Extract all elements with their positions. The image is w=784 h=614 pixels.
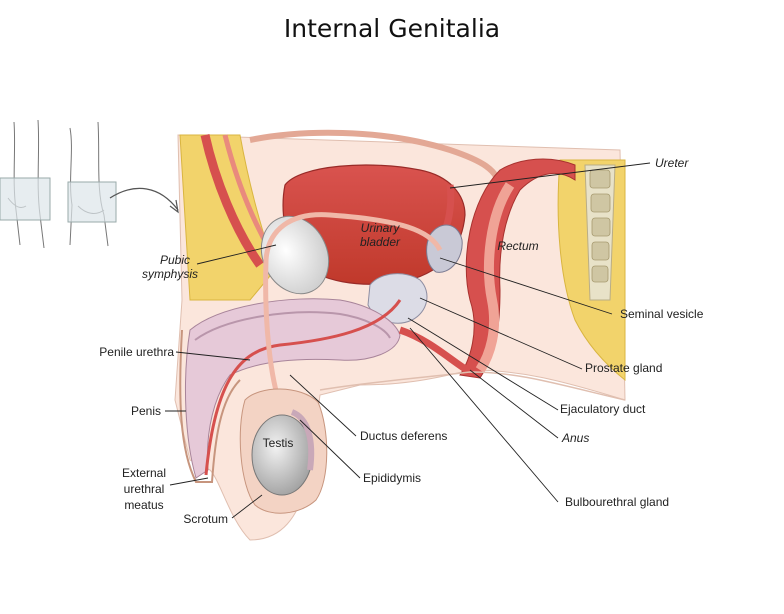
leader-ureter — [449, 162, 651, 189]
sacral-vertebrae — [589, 169, 611, 283]
sketch-plane — [0, 177, 51, 221]
leader-ejaculatory-duct — [407, 317, 559, 411]
penis-erectile-tissue — [184, 298, 401, 479]
leader-epididymis — [299, 419, 361, 479]
testis-organ — [251, 414, 313, 496]
seminal-vesicle — [426, 224, 463, 273]
label-external-urethral-meatus-line3: meatus — [124, 498, 163, 512]
label-penile-urethra: Penile urethra — [99, 345, 174, 359]
label-epididymis: Epididymis — [363, 471, 421, 485]
label-ductus-deferens: Ductus deferens — [360, 429, 447, 443]
leader-prostate-gland — [419, 297, 583, 370]
perineal-muscle — [398, 326, 472, 376]
perineum-contour — [319, 371, 626, 401]
label-bulbourethral-gland: Bulbourethral gland — [565, 495, 669, 509]
label-ureter: Ureter — [655, 156, 689, 170]
rectum-wall — [459, 158, 576, 379]
label-seminal-vesicle: Seminal vesicle — [620, 307, 704, 321]
leader-penile-urethra — [175, 351, 251, 361]
sketch-arrow-head — [169, 199, 179, 214]
leader-pubic-symphysis — [196, 244, 277, 265]
label-ejaculatory-duct: Ejaculatory duct — [560, 402, 646, 416]
label-urinary-bladder-line1: Urinary — [361, 221, 401, 235]
page-title: Internal Genitalia — [283, 14, 501, 43]
penis-skin — [179, 329, 241, 483]
label-scrotum: Scrotum — [183, 512, 228, 526]
sketch-plane — [67, 181, 117, 223]
rectum-lumen — [475, 182, 515, 373]
label-pubic-symphysis-line1: Pubic — [160, 253, 190, 267]
orientation-sketch — [0, 119, 179, 249]
anatomy-illustration — [174, 129, 626, 541]
peritoneum — [249, 129, 503, 191]
labels: Ureter Urinary bladder Rectum Pubic symp… — [99, 156, 703, 526]
leader-external-urethral-meatus — [169, 477, 209, 486]
label-pubic-symphysis-line2: symphysis — [142, 267, 198, 281]
abdominal-muscle — [200, 134, 264, 268]
erectile-tissue-line — [194, 311, 391, 341]
label-penis: Penis — [131, 404, 161, 418]
leader-bulbourethral-gland — [409, 327, 559, 503]
label-anus: Anus — [561, 431, 589, 445]
leader-scrotum — [231, 494, 263, 519]
epididymis-organ — [290, 409, 315, 471]
ductus-deferens-tube — [263, 212, 443, 411]
label-external-urethral-meatus-line1: External — [122, 466, 166, 480]
leader-ductus-deferens — [289, 374, 357, 437]
leader-lines — [165, 162, 651, 519]
label-rectum: Rectum — [497, 239, 538, 253]
penile-urethra-tube — [204, 299, 402, 476]
label-prostate-gland: Prostate gland — [585, 361, 662, 375]
sketch-arrow — [109, 187, 179, 211]
leader-anus — [469, 369, 559, 439]
label-external-urethral-meatus-line2: urethral — [124, 482, 165, 496]
label-urinary-bladder-line2: bladder — [360, 235, 401, 249]
label-testis: Testis — [263, 436, 294, 450]
leader-seminal-vesicle — [439, 257, 613, 315]
